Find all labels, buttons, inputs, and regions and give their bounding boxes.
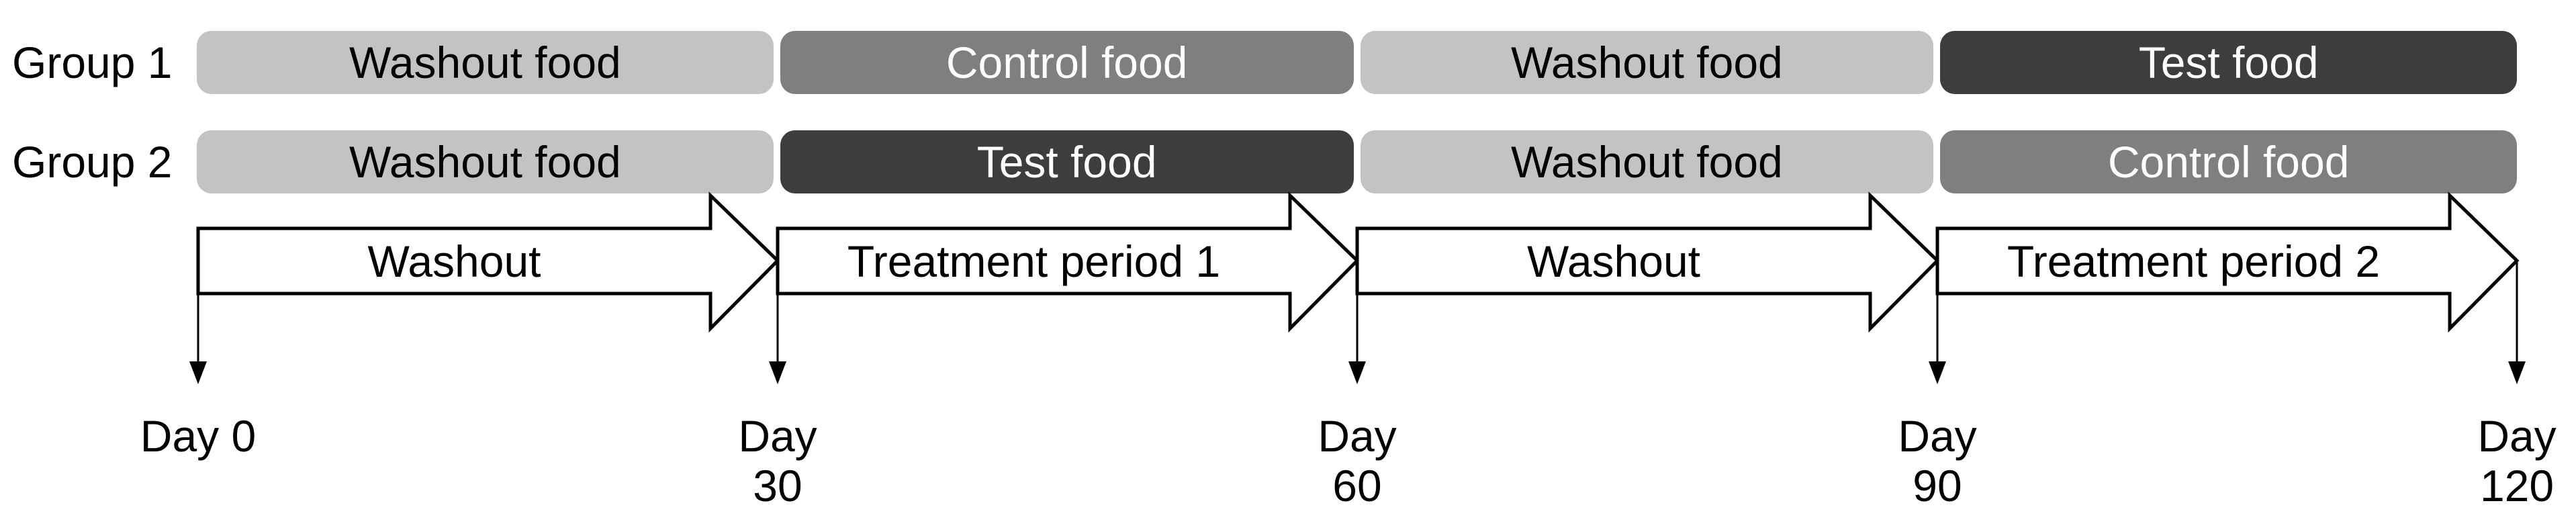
bar-label: Washout food [1510, 137, 1783, 187]
day-tick-arrowhead-90 [1929, 361, 1946, 384]
bar-group1-control-food: Control food [780, 31, 1354, 94]
day-tick-arrowhead-60 [1348, 361, 1366, 384]
day-marker-line: 60 [1332, 461, 1382, 511]
phase-label-washout-1: Washout [367, 236, 541, 286]
group-1-label: Group 1 [12, 38, 173, 87]
day-marker-120: Day 120 [2396, 411, 2576, 511]
bar-group2-control-food: Control food [1940, 130, 2517, 193]
group-2-timeline-row: Washout food Test food Washout food Cont… [197, 130, 2517, 193]
phase-arrow-shape-1 [196, 191, 780, 333]
bar-group1-washout-2: Washout food [1360, 31, 1934, 94]
day-marker-line: Day [1898, 411, 1977, 461]
day-marker-line: 120 [2479, 461, 2555, 511]
bar-group1-washout-1: Washout food [197, 31, 774, 94]
day-marker-line: 30 [753, 461, 802, 511]
day-tick-arrowhead-120 [2508, 361, 2526, 384]
bar-group1-test-food: Test food [1940, 31, 2517, 94]
phase-arrow-shape-4 [1935, 191, 2520, 333]
day-tick-arrowhead-30 [769, 361, 786, 384]
phase-label-treatment-1: Treatment period 1 [847, 236, 1221, 286]
day-marker-line: Day 0 [140, 411, 257, 461]
phase-arrow-shape-2 [776, 191, 1360, 333]
day-marker-0: Day 0 [77, 411, 319, 461]
bar-label: Control food [946, 38, 1188, 87]
group-2-label: Group 2 [12, 137, 173, 187]
day-tick-arrowhead-0 [189, 361, 207, 384]
day-marker-60: Day 60 [1236, 411, 1478, 511]
bar-label: Test food [976, 137, 1157, 187]
day-marker-30: Day 30 [657, 411, 899, 511]
bar-group2-washout-2: Washout food [1360, 130, 1934, 193]
bar-group2-washout-1: Washout food [197, 130, 774, 193]
day-marker-line: Day [2477, 411, 2557, 461]
phase-arrow-shape-3 [1355, 191, 1940, 333]
bar-label: Control food [2107, 137, 2350, 187]
day-marker-line: Day [738, 411, 817, 461]
phase-label-treatment-2: Treatment period 2 [2007, 236, 2381, 286]
bar-label: Test food [2138, 38, 2319, 87]
phase-label-washout-2: Washout [1526, 236, 1700, 286]
bar-label: Washout food [349, 38, 621, 87]
day-marker-line: 90 [1913, 461, 1962, 511]
day-marker-90: Day 90 [1816, 411, 2058, 511]
bar-label: Washout food [349, 137, 621, 187]
bar-label: Washout food [1510, 38, 1783, 87]
bar-group2-test-food: Test food [780, 130, 1354, 193]
group-1-timeline-row: Washout food Control food Washout food T… [197, 31, 2517, 94]
day-marker-line: Day [1318, 411, 1397, 461]
